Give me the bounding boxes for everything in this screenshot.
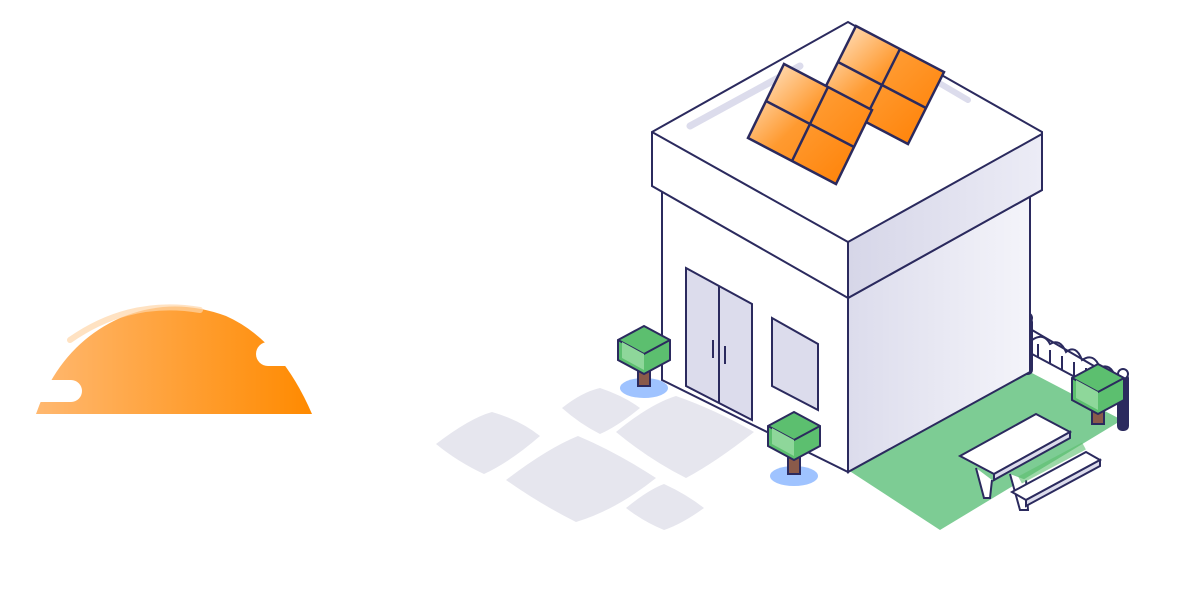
solar-panel-icon [746,62,874,186]
tree-icon [617,324,671,398]
tree-icon [1071,362,1125,425]
picnic-table-icon [957,412,1103,511]
sun-icon [22,304,316,414]
house-door [685,266,753,422]
paving-stones [436,388,754,530]
house-window [771,316,819,412]
tree-icon [767,410,821,486]
solar-panel-icon [818,24,946,146]
